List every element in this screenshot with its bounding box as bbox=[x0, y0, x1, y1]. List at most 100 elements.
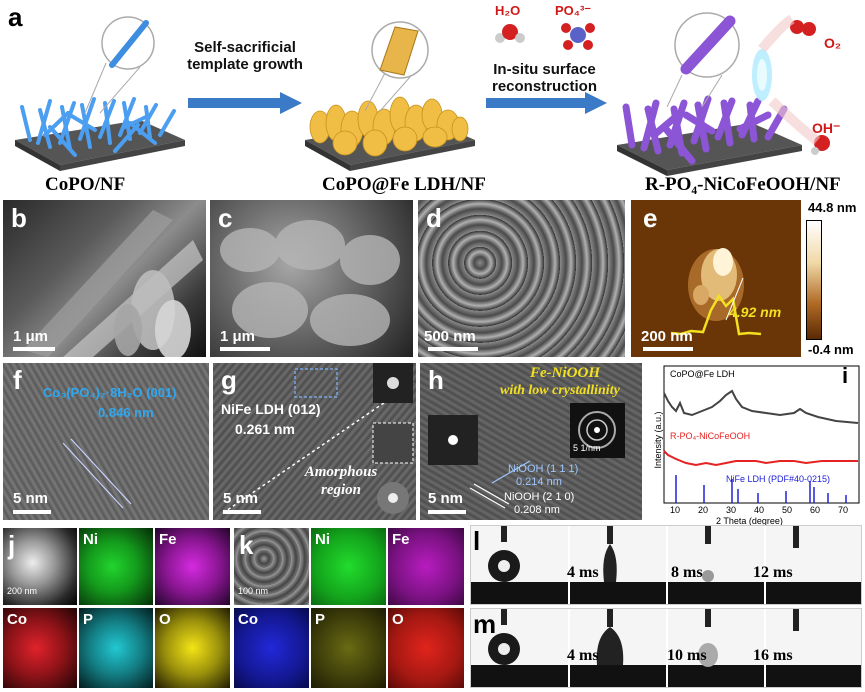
j-ni-label: Ni bbox=[83, 531, 98, 548]
k-co-map bbox=[234, 608, 309, 688]
po4-molecule-icon bbox=[561, 23, 595, 50]
scale-j-text: 200 nm bbox=[7, 586, 38, 596]
afm-image-e bbox=[670, 248, 762, 336]
k-o-map bbox=[388, 608, 464, 688]
panel-g-label: g bbox=[221, 365, 237, 395]
arrow-2-text: In-situ surface reconstruction bbox=[491, 61, 597, 95]
spacing-f-text: 0.846 nm bbox=[98, 405, 154, 420]
panel-i: i CoPO@Fe LDH R-PO₄-NiCoFeOOH NiFe LDH (… bbox=[646, 363, 862, 528]
scale-g-text: 5 nm bbox=[223, 490, 259, 507]
scale-f-text: 5 nm bbox=[13, 490, 49, 507]
j-p-map bbox=[79, 608, 153, 688]
scale-e-text: 200 nm bbox=[641, 328, 693, 345]
po4-label: PO₄³⁻ bbox=[555, 3, 592, 18]
panel-b-label: b bbox=[11, 203, 27, 233]
h-title-1: Fe-NiOOH bbox=[530, 365, 600, 381]
j-o-label: O bbox=[159, 611, 171, 628]
xtick: 50 bbox=[782, 505, 793, 515]
scale-c-text: 1 μm bbox=[220, 328, 256, 345]
spacing-g-text: 0.261 nm bbox=[235, 421, 295, 437]
panel-m: m 4 ms 10 ms 16 ms bbox=[470, 608, 862, 688]
panel-h: h Fe-NiOOH with low crystallinity 5 1/nm… bbox=[420, 363, 642, 520]
arrow-1 bbox=[188, 92, 302, 114]
afm-height-text: 4.92 nm bbox=[729, 304, 782, 320]
k-co-label: Co bbox=[238, 611, 258, 628]
xticks-i: 10 20 30 40 50 60 70 bbox=[664, 505, 859, 517]
k-ni-map bbox=[311, 528, 386, 605]
j-fe-label: Fe bbox=[159, 531, 177, 548]
panel-a: a Self-sacrificial template growth bbox=[0, 0, 865, 198]
panel-j-label: j bbox=[8, 530, 16, 560]
copo-nf-illustration bbox=[15, 16, 185, 171]
panel-l: l 4 ms 8 ms 12 ms bbox=[470, 525, 862, 605]
phase-f-text: Co₃(PO₄)₂·8H₂O (001) bbox=[43, 385, 177, 400]
h2o-molecule-icon bbox=[495, 24, 525, 43]
d1-label-h: NiOOH (1 1 1) bbox=[508, 463, 579, 475]
panel-k-label: k bbox=[239, 530, 254, 560]
arrow-1-text: Self-sacrificial template growth bbox=[187, 39, 303, 73]
panel-h-label: h bbox=[428, 365, 444, 395]
oh-label: OH⁻ bbox=[812, 120, 841, 136]
series-1-label: CoPO@Fe LDH bbox=[670, 369, 735, 379]
xtick: 20 bbox=[698, 505, 709, 515]
l-time-3: 12 ms bbox=[753, 564, 793, 581]
m-time-3: 16 ms bbox=[753, 647, 793, 664]
panel-e: e 4.92 nm 200 nm bbox=[631, 200, 801, 357]
arrow-2 bbox=[486, 92, 607, 114]
xtick: 70 bbox=[838, 505, 849, 515]
scalebar-f bbox=[13, 510, 51, 514]
scale-d-text: 500 nm bbox=[424, 328, 476, 345]
xrd-chart bbox=[663, 365, 860, 504]
panel-k: k 100 nm Ni Fe Co P O bbox=[234, 528, 464, 688]
j-co-label: Co bbox=[7, 611, 27, 628]
scalebar-c bbox=[220, 347, 270, 351]
scalebar-e bbox=[643, 347, 693, 351]
k-sem bbox=[234, 528, 309, 605]
scalebar-g bbox=[223, 510, 261, 514]
panel-f: f Co₃(PO₄)₂·8H₂O (001) 0.846 nm 5 nm bbox=[3, 363, 209, 520]
k-ni-label: Ni bbox=[315, 531, 330, 548]
h2o-label: H₂O bbox=[495, 3, 521, 18]
k-p-label: P bbox=[315, 611, 326, 628]
xtick: 30 bbox=[726, 505, 737, 515]
k-fe-map bbox=[388, 528, 464, 605]
stage-1-caption: CoPO/NF bbox=[45, 174, 126, 195]
amorphous-region-text: Amorphous region bbox=[304, 464, 378, 498]
scale-k-text: 100 nm bbox=[238, 586, 269, 596]
xtick: 10 bbox=[670, 505, 681, 515]
stage-2-caption: CoPO@Fe LDH/NF bbox=[322, 174, 486, 195]
panel-l-label: l bbox=[473, 526, 481, 556]
panel-g: g NiFe LDH (012) 0.261 nm Amorphous regi… bbox=[213, 363, 416, 520]
panel-j: j 200 nm Ni Fe Co P O bbox=[3, 528, 230, 688]
o2-label: O₂ bbox=[824, 35, 842, 51]
l-time-2: 8 ms bbox=[671, 564, 703, 581]
m-time-1: 4 ms bbox=[567, 647, 599, 664]
j-sem bbox=[3, 528, 77, 605]
k-fe-label: Fe bbox=[392, 531, 410, 548]
m-time-2: 10 ms bbox=[667, 647, 707, 664]
bubble-frames-l bbox=[471, 526, 861, 604]
d2-label-h: NiOOH (2 1 0) bbox=[504, 491, 575, 503]
afm-colorbar bbox=[806, 220, 822, 340]
reference-label: NiFe LDH (PDF#40-0215) bbox=[726, 474, 831, 484]
features-g bbox=[222, 363, 414, 514]
colorbar-min-text: -0.4 nm bbox=[808, 342, 854, 357]
panel-f-label: f bbox=[13, 365, 22, 395]
inset-scale-h: 5 1/nm bbox=[573, 443, 601, 453]
sem-plates-b bbox=[23, 210, 203, 357]
j-p-label: P bbox=[83, 611, 94, 628]
panel-c-label: c bbox=[218, 203, 233, 233]
panel-i-label: i bbox=[842, 363, 849, 388]
l-time-1: 4 ms bbox=[567, 564, 599, 581]
scalebar-b bbox=[13, 347, 55, 351]
scale-b-text: 1 μm bbox=[13, 328, 49, 345]
panel-c: c 1 μm bbox=[210, 200, 413, 357]
h-title-2: with low crystallinity bbox=[500, 383, 620, 398]
panel-d: d 500 nm bbox=[418, 200, 625, 357]
colorbar-max-text: 44.8 nm bbox=[808, 200, 857, 215]
j-ni-map bbox=[79, 528, 153, 605]
panel-m-label: m bbox=[473, 609, 497, 639]
j-fe-map bbox=[155, 528, 230, 605]
stage-3-caption: R-PO₄-NiCoFeOOH/NF bbox=[645, 174, 841, 195]
features-h bbox=[428, 403, 625, 509]
